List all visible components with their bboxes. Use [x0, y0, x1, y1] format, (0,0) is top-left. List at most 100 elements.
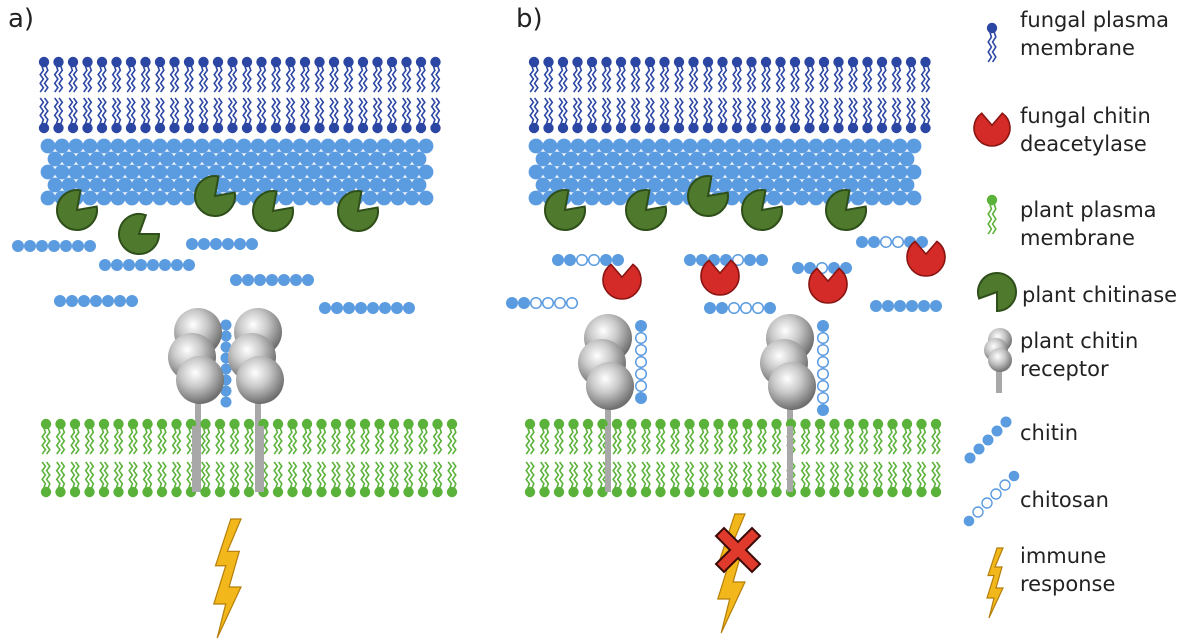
- chitin-unit: [878, 190, 894, 206]
- legend-chitinase-line1: plant chitinase: [1022, 283, 1178, 307]
- chitin-unit: [236, 138, 252, 154]
- chitin-unit: [689, 151, 705, 167]
- chitin-unit: [369, 177, 385, 193]
- chitosan-unit: [553, 296, 567, 310]
- chitin-fragment-a: [99, 259, 195, 271]
- chitin-unit: [257, 151, 273, 167]
- chitin-unit: [766, 138, 782, 154]
- chitin-unit: [110, 190, 126, 206]
- chitin-unit: [612, 254, 624, 266]
- chitin-unit: [815, 177, 831, 193]
- chitin-unit: [138, 138, 154, 154]
- chitin-unit: [135, 259, 147, 271]
- chitosan-unit: [529, 296, 543, 310]
- chitin-unit: [110, 138, 126, 154]
- chitin-unit: [152, 164, 168, 180]
- chitosan-unit: [634, 343, 648, 357]
- chitosan-unit: [816, 379, 830, 393]
- chitin-unit: [390, 190, 406, 206]
- chitin-unit: [675, 151, 691, 167]
- chitin-unit: [973, 443, 985, 455]
- chitin-unit: [220, 319, 232, 331]
- chitin-unit: [801, 151, 817, 167]
- chitin-unit: [242, 274, 254, 286]
- chitin-unit: [236, 190, 252, 206]
- chitin-unit: [759, 151, 775, 167]
- chitinase-enzyme: [977, 272, 1017, 313]
- chitin-unit: [306, 164, 322, 180]
- chitosan-fragment-b: [870, 300, 942, 312]
- chitin-unit: [991, 425, 1003, 437]
- plant-membrane-a: [40, 418, 458, 498]
- chitinase-enzyme: [825, 189, 867, 231]
- chitin-unit: [271, 177, 287, 193]
- legend-deacetylase-line2: deacetylase: [1020, 132, 1147, 156]
- chitin-unit: [822, 138, 838, 154]
- chitin-unit: [780, 164, 796, 180]
- chitin-unit: [556, 164, 572, 180]
- chitin-unit: [899, 151, 915, 167]
- chitin-unit: [78, 295, 90, 307]
- chitin-unit: [817, 320, 829, 332]
- chitin-unit: [355, 151, 371, 167]
- chitin-unit: [201, 151, 217, 167]
- chitin-unit: [302, 274, 314, 286]
- chitin-unit: [787, 151, 803, 167]
- chitosan-unit: [587, 253, 601, 267]
- chitin-unit: [850, 164, 866, 180]
- chitin-unit: [250, 138, 266, 154]
- chitin-unit: [668, 138, 684, 154]
- chitosan-unit: [634, 367, 648, 381]
- chitin-unit: [152, 190, 168, 206]
- chitin-unit: [930, 300, 942, 312]
- chitin-unit: [668, 190, 684, 206]
- chitin-unit: [626, 138, 642, 154]
- chitin-unit: [334, 138, 350, 154]
- bound-chitosan-b: [816, 320, 830, 416]
- chitin-unit: [90, 295, 102, 307]
- chitin-unit: [864, 190, 880, 206]
- receptor-sphere: [236, 356, 284, 404]
- chitosan-fragment-b: [684, 253, 768, 267]
- chitin-unit: [123, 259, 135, 271]
- chitin-unit: [640, 138, 656, 154]
- chitin-unit: [222, 164, 238, 180]
- chitin-unit: [383, 151, 399, 167]
- chitin-unit: [210, 238, 222, 250]
- chitin-unit: [299, 177, 315, 193]
- chitin-unit: [982, 434, 994, 446]
- chitin-unit: [145, 151, 161, 167]
- legend-plant-membrane-line1: plant plasma: [1020, 198, 1157, 222]
- chitin-unit: [278, 164, 294, 180]
- chitin-fragment-a: [54, 295, 138, 307]
- chitin-unit: [635, 392, 647, 404]
- chitin-unit: [397, 177, 413, 193]
- chitin-unit: [68, 138, 84, 154]
- chitin-unit: [124, 190, 140, 206]
- deacetylase-enzyme: [602, 263, 642, 300]
- chitin-unit: [348, 138, 364, 154]
- chitin-unit: [822, 164, 838, 180]
- immune-response-lightning-a: [212, 518, 242, 639]
- chitin-unit: [124, 164, 140, 180]
- chitin-unit: [313, 177, 329, 193]
- chitin-unit: [856, 236, 868, 248]
- chitin-fragment-a: [319, 302, 415, 314]
- chitin-unit: [327, 151, 343, 167]
- chitin-unit: [843, 151, 859, 167]
- chitin-unit: [815, 151, 831, 167]
- chitin-unit: [54, 295, 66, 307]
- legend-label-receptor: plant chitin receptor: [1020, 327, 1138, 383]
- chitosan-unit: [990, 488, 1002, 500]
- chitin-unit: [1008, 470, 1020, 482]
- chitin-unit: [766, 190, 782, 206]
- legend-label-deacetylase: fungal chitin deacetylase: [1020, 102, 1151, 158]
- chitin-unit: [871, 177, 887, 193]
- chitin-unit: [563, 177, 579, 193]
- chitin-unit: [278, 274, 290, 286]
- chitin-unit: [383, 177, 399, 193]
- receptor-a-left: [168, 308, 224, 492]
- chitin-unit: [633, 177, 649, 193]
- chitin-unit: [868, 236, 880, 248]
- chitosan-unit: [634, 379, 648, 393]
